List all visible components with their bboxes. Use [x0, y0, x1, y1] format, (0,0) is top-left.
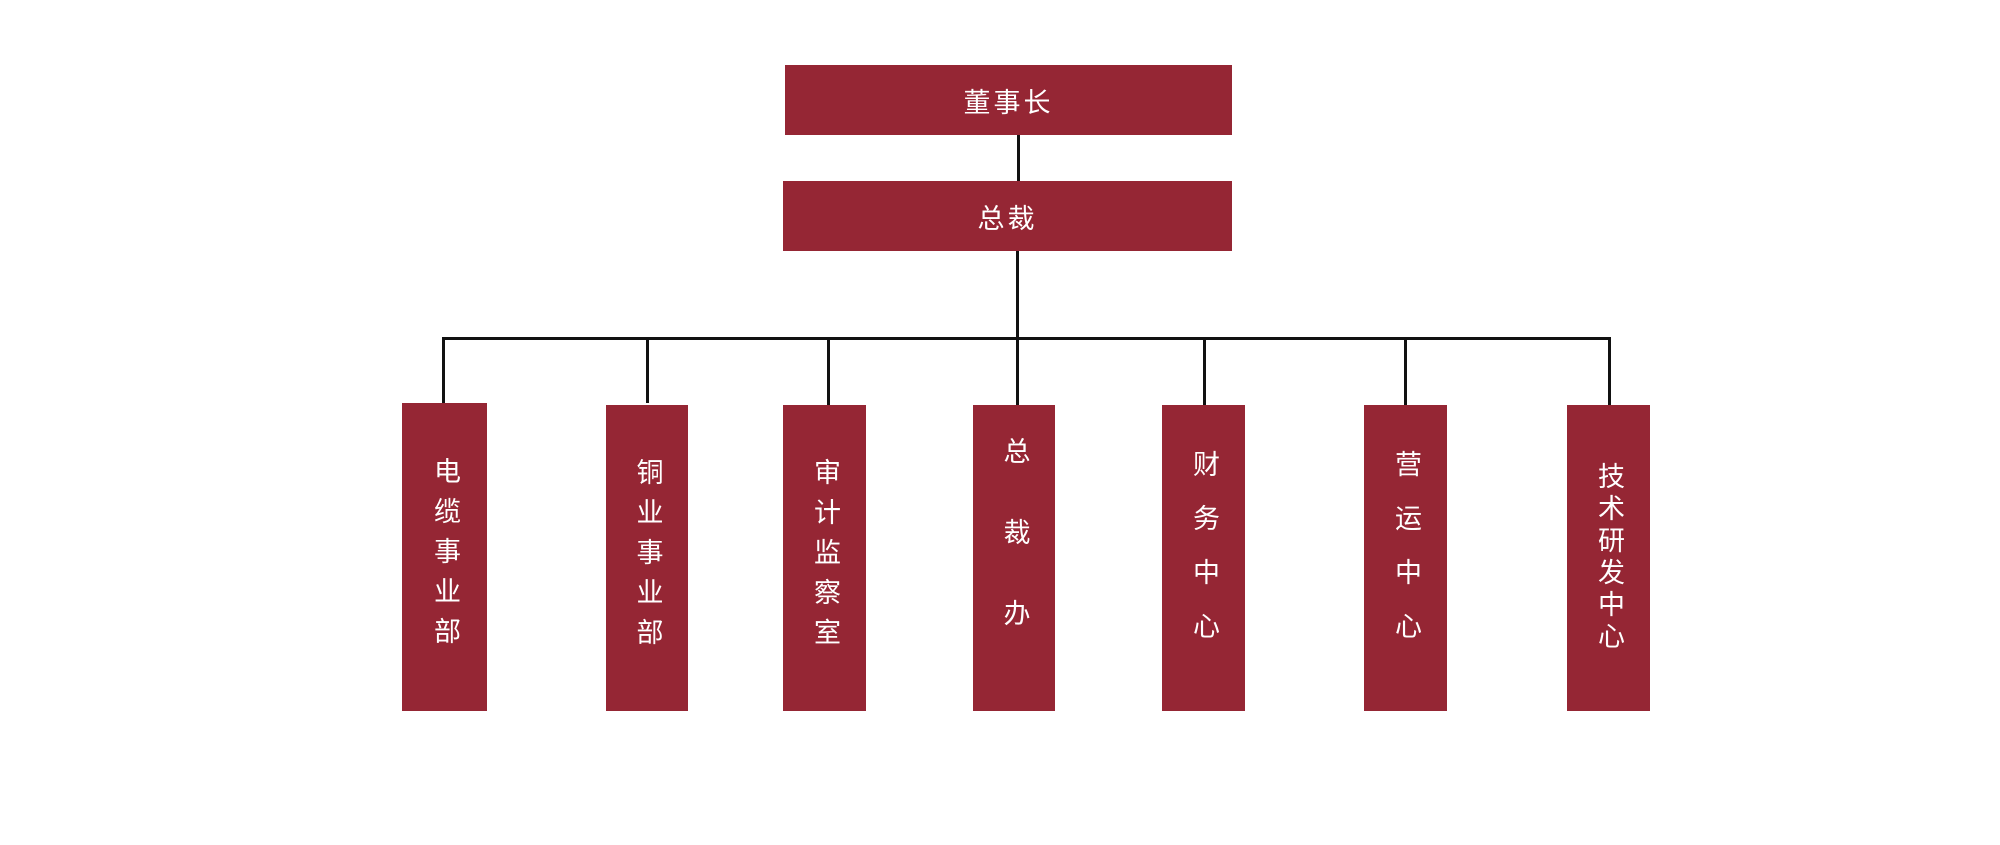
connector-second-to-bus	[1016, 251, 1019, 339]
connector-dept-3	[827, 337, 830, 405]
node-dept-operations-center: 营运中心	[1364, 405, 1447, 711]
node-dept-audit-office: 审计监察室	[783, 405, 866, 711]
node-dept-label: 营运中心	[1390, 450, 1421, 666]
node-dept-president-office: 总裁办	[973, 405, 1055, 711]
connector-dept-5	[1203, 337, 1206, 405]
node-president: 总裁	[783, 181, 1232, 251]
node-dept-label: 总裁办	[998, 436, 1030, 680]
node-chairman-label: 董事长	[963, 87, 1054, 119]
connector-dept-4	[1016, 337, 1019, 405]
node-dept-rnd-center: 技术研发中心	[1567, 405, 1650, 711]
node-dept-label: 审计监察室	[809, 458, 840, 658]
node-chairman: 董事长	[785, 65, 1232, 135]
connector-dept-1	[442, 337, 445, 403]
node-dept-copper-division: 铜业事业部	[606, 405, 688, 711]
node-dept-label: 铜业事业部	[631, 458, 663, 658]
node-dept-label: 技术研发中心	[1593, 462, 1624, 654]
node-dept-cable-division: 电缆事业部	[402, 403, 487, 711]
connector-horizontal-bus	[442, 337, 1611, 340]
node-dept-label: 财务中心	[1188, 450, 1219, 666]
connector-dept-7	[1608, 337, 1611, 405]
node-dept-label: 电缆事业部	[429, 457, 460, 657]
connector-dept-2	[646, 337, 649, 403]
node-president-label: 总裁	[977, 203, 1038, 235]
connector-dept-6	[1404, 337, 1407, 405]
node-dept-finance-center: 财务中心	[1162, 405, 1245, 711]
connector-root-to-second	[1017, 134, 1020, 181]
